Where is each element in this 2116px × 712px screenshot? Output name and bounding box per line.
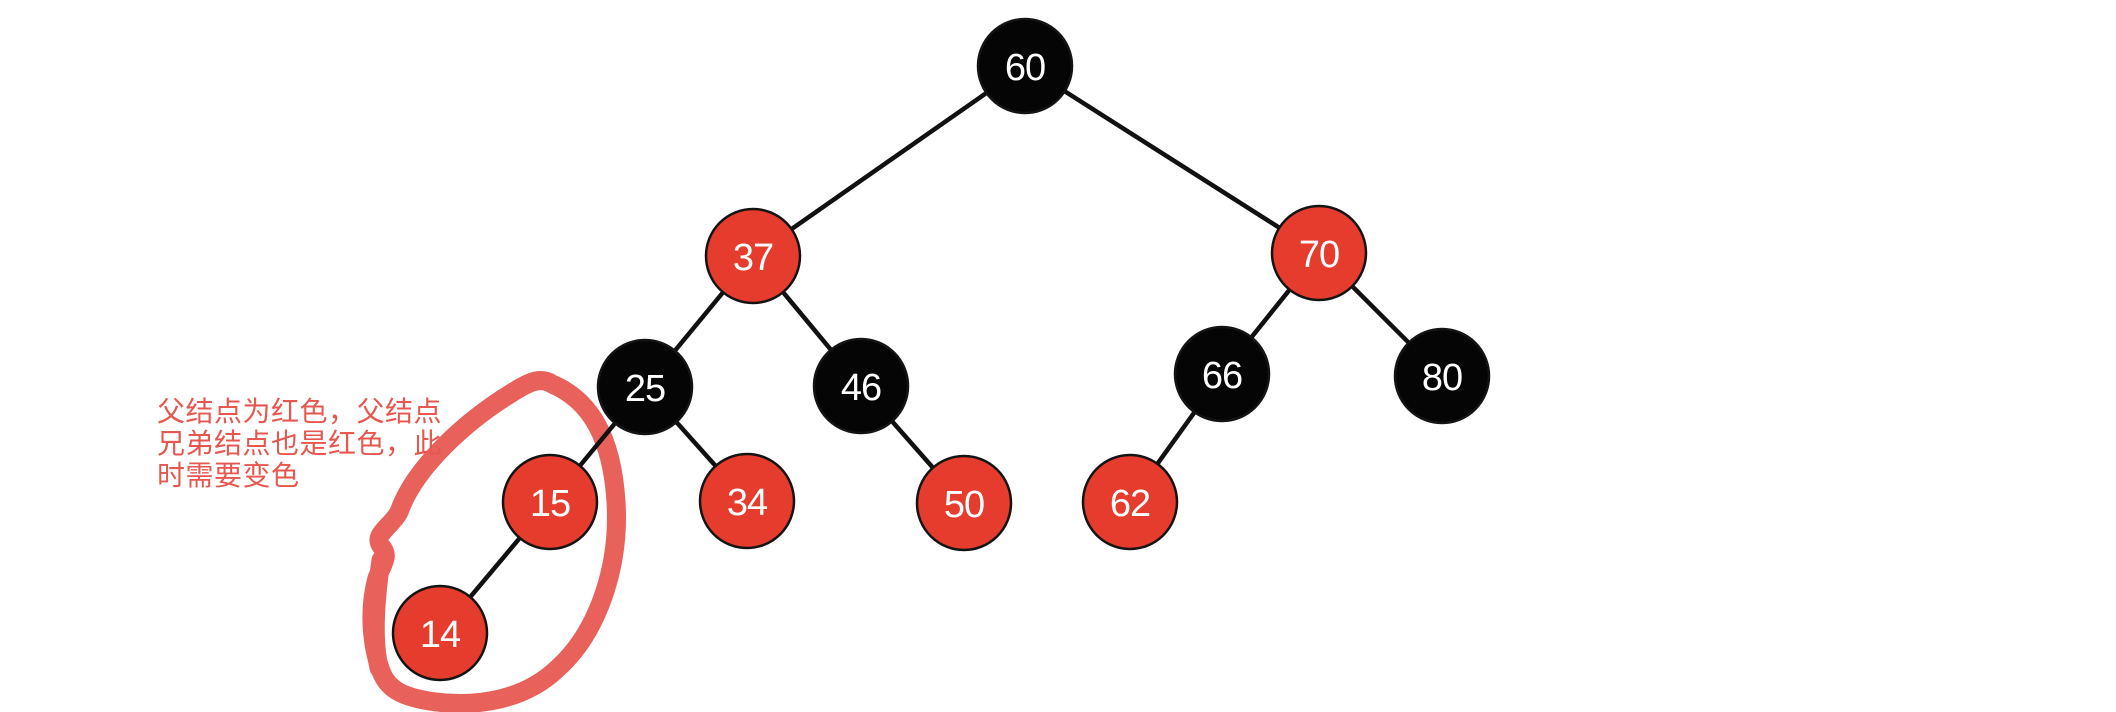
annotation-line-1: 父结点为红色，父结点 bbox=[157, 396, 443, 427]
tree-node-50-circle bbox=[915, 454, 1013, 552]
tree-node-80-circle bbox=[1393, 327, 1491, 425]
annotation-text: 父结点为红色，父结点 兄弟结点也是红色，此 时需要变色 bbox=[157, 396, 442, 492]
annotation-line-2: 兄弟结点也是红色，此 bbox=[157, 428, 443, 459]
tree-node-62-circle bbox=[1081, 453, 1179, 551]
tree-node-70-circle bbox=[1270, 204, 1368, 302]
tree-node-14-circle bbox=[391, 584, 489, 682]
annotation-line-3: 时需要变色 bbox=[157, 460, 300, 491]
tree-node-46-circle bbox=[812, 337, 910, 435]
tree-node-37-circle bbox=[704, 207, 802, 305]
tree-edge-60-37 bbox=[751, 64, 1027, 258]
tree-node-66-circle bbox=[1173, 325, 1271, 423]
tree-node-60-circle bbox=[976, 17, 1074, 115]
tree-node-15-circle bbox=[501, 453, 599, 551]
tree-node-25-circle bbox=[596, 338, 694, 436]
highlight-circle-overlap-stroke bbox=[365, 550, 391, 678]
tree-edge-60-70 bbox=[1023, 64, 1321, 255]
tree-node-34-circle bbox=[698, 452, 796, 550]
